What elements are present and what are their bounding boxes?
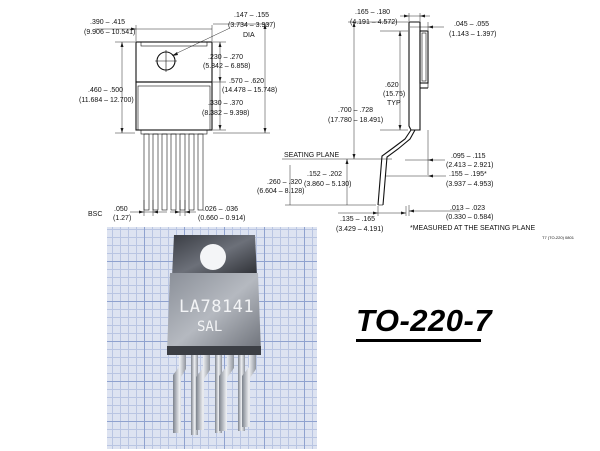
dim-lead-thickness-mm: (0.330 – 0.584) <box>446 214 493 221</box>
dim-body-height: .460 – .500 <box>88 87 123 94</box>
measure-footnote: *MEASURED AT THE SEATING PLANE <box>410 225 535 232</box>
package-name: TO-220-7 <box>356 303 493 338</box>
dim-lead-width-mm: (0.660 – 0.914) <box>198 215 245 222</box>
drawing-id: T7 (TO-220) 0801 <box>542 235 575 240</box>
dim-typ-label: TYP <box>387 100 401 107</box>
dim-lead-length-mm: (6.604 – 8.128) <box>257 188 304 195</box>
dim-hole-dia: .147 – .155 <box>234 12 269 19</box>
dim-pitch-mm: (1.27) <box>113 215 131 222</box>
component-photo: LA78141 SAL <box>107 227 317 449</box>
dim-hole-offset-mm: (5.842 – 6.858) <box>203 63 250 70</box>
dim-lead-bend: .152 – .202 <box>307 171 342 178</box>
body-outline <box>135 81 213 131</box>
dim-typ-height: .620 <box>385 82 399 89</box>
chip-leads <box>173 355 256 435</box>
side-view: .165 – .180 (4.191 – 4.572) .045 – .055 … <box>257 9 575 240</box>
front-view: .390 – .415 (9.906 – 10.541) .147 – .155… <box>79 12 277 222</box>
seating-plane-label: SEATING PLANE <box>284 152 339 159</box>
tab-top-inset <box>140 41 208 47</box>
chip-marking-line1: LA78141 <box>179 297 254 317</box>
dim-lead-length: .260 – .320 <box>267 179 302 186</box>
dim-hole-offset: .230 – .270 <box>208 54 243 61</box>
dim-lead-span: .155 – .195* <box>449 171 487 178</box>
dim-height-to-plane: .700 – .728 <box>338 107 373 114</box>
chip-tab-hole <box>200 244 226 270</box>
dim-overall-height-mm: (14.478 – 15.748) <box>222 87 277 94</box>
dim-lead-foot-mm: (3.429 – 4.191) <box>336 226 383 233</box>
dim-typ-height-mm: (15.75) <box>383 91 405 98</box>
dim-body-height-mm: (11.684 – 12.700) <box>79 97 134 104</box>
dim-hole-dia-mm: (3.734 – 3.937) <box>228 22 275 29</box>
dim-body-width-mm: (9.906 – 10.541) <box>84 29 135 36</box>
dim-tab-thickness-mm: (1.143 – 1.397) <box>449 31 496 38</box>
dim-bsc-label: BSC <box>88 211 102 218</box>
dim-body-width: .390 – .415 <box>90 19 125 26</box>
dim-lead-foot: .135 – .165 <box>340 216 375 223</box>
dim-lead-offset: .095 – .115 <box>451 153 486 160</box>
dim-lead-bend-mm: (3.860 – 5.130) <box>304 181 351 188</box>
chip-body <box>167 273 261 352</box>
chip-marking-line2: SAL <box>197 319 222 335</box>
side-body <box>408 21 421 131</box>
side-tab <box>419 30 429 84</box>
dim-overall-height: .570 – .620 <box>229 78 264 85</box>
dim-tab-thickness: .045 – .055 <box>454 21 489 28</box>
chip-illustration: LA78141 SAL <box>167 235 261 435</box>
dim-thickness: .165 – .180 <box>355 9 390 16</box>
dim-pitch: .050 <box>114 206 128 213</box>
dim-lead-offset-mm: (2.413 – 2.921) <box>446 162 493 169</box>
package-name-underline <box>356 339 481 342</box>
tab-outline <box>135 41 213 83</box>
dim-tab-to-body-mm: (8.382 – 9.398) <box>202 110 249 117</box>
dim-lead-thickness: .013 – .023 <box>450 205 485 212</box>
dim-lead-span-mm: (3.937 – 4.953) <box>446 181 493 188</box>
dim-height-to-plane-mm: (17.780 – 18.491) <box>328 117 383 124</box>
dim-thickness-mm: (4.191 – 4.572) <box>350 19 397 26</box>
dim-lead-width: .026 – .036 <box>203 206 238 213</box>
front-leads <box>143 133 204 211</box>
dim-tab-to-body: .330 – .370 <box>208 100 243 107</box>
side-lead <box>377 129 416 206</box>
dim-hole-dia-note: DIA <box>243 32 255 39</box>
body-inner <box>137 85 211 131</box>
